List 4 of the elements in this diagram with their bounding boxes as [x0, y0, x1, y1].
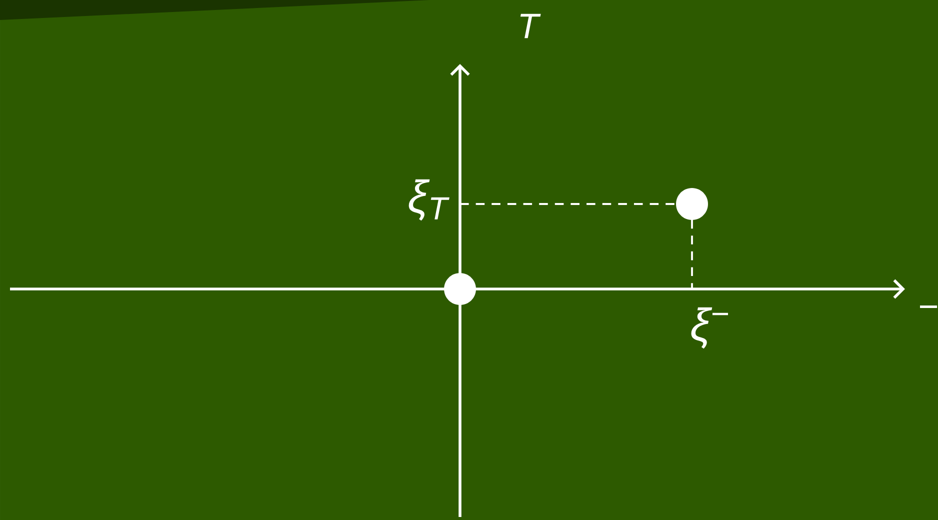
axis-label: ξ$_{T}$ [408, 179, 450, 221]
axis-label: ξ$^{−}$ [691, 307, 728, 349]
axis-label: − [920, 306, 938, 308]
axis-label: T [520, 14, 541, 38]
